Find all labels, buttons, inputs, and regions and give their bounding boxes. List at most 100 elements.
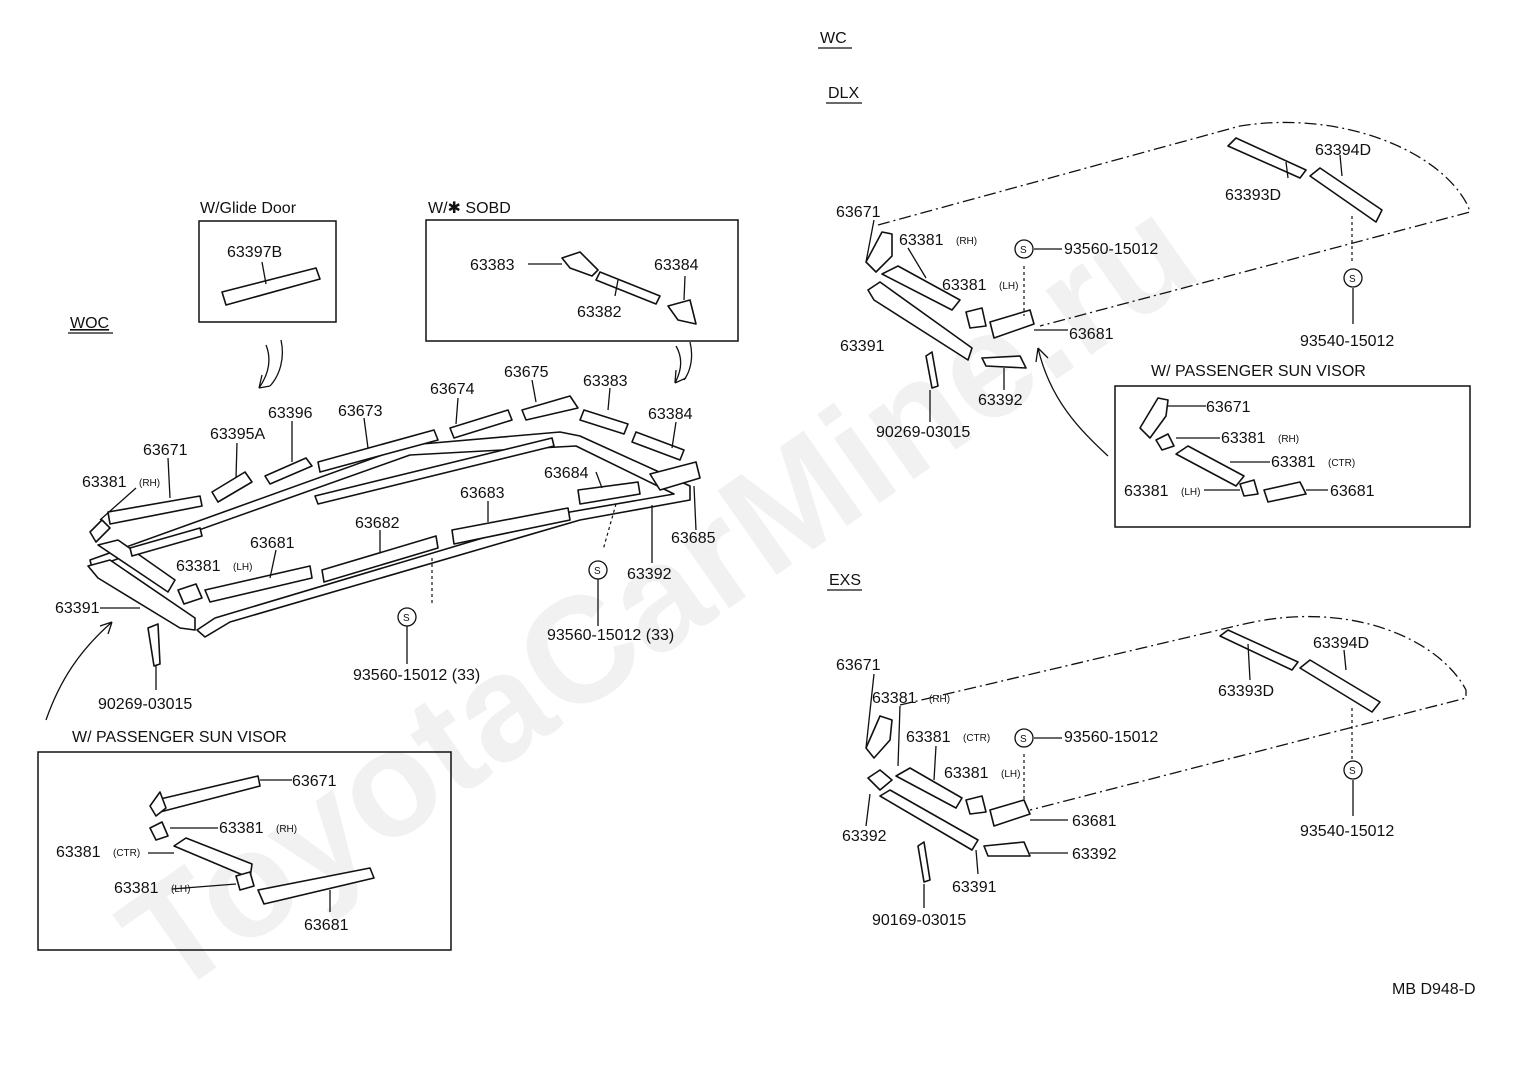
- part-63382-sobd[interactable]: [595, 271, 661, 305]
- label-63381-rh[interactable]: 63381: [82, 474, 127, 491]
- dlx-visor-part-63381lh[interactable]: [1239, 479, 1259, 497]
- dlx-label-63394D[interactable]: 63394D: [1315, 142, 1371, 159]
- dlx-visor-label-63381-rh[interactable]: 63381: [1221, 430, 1266, 447]
- exs-label-63681[interactable]: 63681: [1072, 813, 1117, 830]
- label-63381-lh[interactable]: 63381: [176, 558, 221, 575]
- exs-part-63394D[interactable]: [1299, 659, 1381, 713]
- label-63384-sobd[interactable]: 63384: [654, 257, 699, 274]
- label-93560-a[interactable]: 93560-15012 (33): [353, 667, 480, 684]
- exs-label-63381-rh[interactable]: 63381: [872, 690, 917, 707]
- part-90269-clip[interactable]: [147, 623, 161, 667]
- dlx-label-63391[interactable]: 63391: [840, 338, 885, 355]
- part-63383[interactable]: [579, 409, 629, 435]
- part-63685[interactable]: [649, 461, 701, 491]
- dlx-part-63381lh[interactable]: [965, 307, 987, 329]
- label-63671[interactable]: 63671: [143, 442, 188, 459]
- label-63685[interactable]: 63685: [671, 530, 716, 547]
- dlx-label-63381-rh[interactable]: 63381: [899, 232, 944, 249]
- label-63683[interactable]: 63683: [460, 485, 505, 502]
- dlx-part-63393D[interactable]: [1227, 137, 1307, 179]
- dlx-part-63391[interactable]: [867, 281, 973, 361]
- visor-part-63381rh[interactable]: [149, 821, 169, 841]
- exs-label-63381-ctr[interactable]: 63381: [906, 729, 951, 746]
- label-63396[interactable]: 63396: [268, 405, 313, 422]
- dlx-label-63381-lh[interactable]: 63381: [942, 277, 987, 294]
- part-63684[interactable]: [577, 481, 641, 505]
- part-63396[interactable]: [264, 457, 313, 485]
- label-63382-sobd[interactable]: 63382: [577, 304, 622, 321]
- exs-label-63381-lh[interactable]: 63381: [944, 765, 989, 782]
- part-inner-rail[interactable]: [314, 437, 555, 505]
- dlx-label-63671[interactable]: 63671: [836, 204, 881, 221]
- part-63671[interactable]: [107, 495, 203, 525]
- exs-label-63391[interactable]: 63391: [952, 879, 997, 896]
- dlx-visor-label-63671[interactable]: 63671: [1206, 399, 1251, 416]
- label-63391[interactable]: 63391: [55, 600, 100, 617]
- part-63381rh-lower[interactable]: [97, 539, 176, 593]
- visor-label-63381-lh[interactable]: 63381: [114, 880, 159, 897]
- part-63671-corner[interactable]: [89, 519, 111, 543]
- label-63684[interactable]: 63684: [544, 465, 589, 482]
- exs-part-90169-clip[interactable]: [917, 841, 931, 883]
- part-63384-sobd[interactable]: [667, 299, 697, 325]
- part-63395A[interactable]: [211, 471, 253, 503]
- label-63383-sobd[interactable]: 63383: [470, 257, 515, 274]
- exs-label-63393D[interactable]: 63393D: [1218, 683, 1274, 700]
- part-63674[interactable]: [449, 409, 513, 439]
- visor-part-63381lh[interactable]: [235, 871, 255, 891]
- part-63391[interactable]: [87, 559, 196, 631]
- part-63381lh[interactable]: [177, 583, 203, 605]
- part-63681[interactable]: [204, 565, 313, 603]
- dlx-label-63681[interactable]: 63681: [1069, 326, 1114, 343]
- dlx-part-63671[interactable]: [865, 231, 893, 273]
- exs-part-63671[interactable]: [865, 715, 893, 759]
- label-63383[interactable]: 63383: [583, 373, 628, 390]
- exs-label-63394D[interactable]: 63394D: [1313, 635, 1369, 652]
- exs-part-63391[interactable]: [879, 789, 979, 851]
- label-63384[interactable]: 63384: [648, 406, 693, 423]
- label-63392[interactable]: 63392: [627, 566, 672, 583]
- dlx-visor-label-63381-lh[interactable]: 63381: [1124, 483, 1169, 500]
- exs-label-90169[interactable]: 90169-03015: [872, 912, 966, 929]
- dlx-label-93560[interactable]: 93560-15012: [1064, 241, 1158, 258]
- exs-label-63392-b[interactable]: 63392: [1072, 846, 1117, 863]
- label-63681[interactable]: 63681: [250, 535, 295, 552]
- dlx-label-93540[interactable]: 93540-15012: [1300, 333, 1394, 350]
- visor-label-63671[interactable]: 63671: [292, 773, 337, 790]
- exs-part-63381lh[interactable]: [965, 795, 987, 815]
- dlx-label-63393D[interactable]: 63393D: [1225, 187, 1281, 204]
- dlx-visor-part-63671[interactable]: [1139, 397, 1169, 439]
- label-63397B[interactable]: 63397B: [227, 244, 282, 261]
- exs-part-63381ctr[interactable]: [895, 767, 963, 809]
- part-63383-sobd[interactable]: [561, 251, 599, 277]
- label-63674[interactable]: 63674: [430, 381, 475, 398]
- visor-part-63381ctr[interactable]: [173, 837, 253, 879]
- part-inner-rail-front[interactable]: [129, 527, 203, 557]
- dlx-part-90269-clip[interactable]: [925, 351, 939, 389]
- dlx-part-63381rh[interactable]: [881, 265, 961, 311]
- label-63673[interactable]: 63673: [338, 403, 383, 420]
- exs-part-63392-rear[interactable]: [983, 841, 1031, 857]
- dlx-visor-label-63681[interactable]: 63681: [1330, 483, 1375, 500]
- label-63682[interactable]: 63682: [355, 515, 400, 532]
- part-63397B[interactable]: [221, 267, 321, 306]
- visor-label-63381-ctr[interactable]: 63381: [56, 844, 101, 861]
- part-63675[interactable]: [521, 395, 579, 421]
- dlx-label-90269[interactable]: 90269-03015: [876, 424, 970, 441]
- label-63395A[interactable]: 63395A: [210, 426, 265, 443]
- visor-part-63671-end[interactable]: [149, 791, 167, 817]
- exs-part-63681[interactable]: [989, 799, 1031, 827]
- dlx-part-63681[interactable]: [989, 309, 1035, 339]
- visor-label-63381-rh[interactable]: 63381: [219, 820, 264, 837]
- exs-label-93560[interactable]: 93560-15012: [1064, 729, 1158, 746]
- visor-label-63681[interactable]: 63681: [304, 917, 349, 934]
- dlx-part-63392[interactable]: [981, 355, 1027, 369]
- label-63675[interactable]: 63675: [504, 364, 549, 381]
- label-90269-03015[interactable]: 90269-03015: [98, 696, 192, 713]
- exs-part-63392-front[interactable]: [867, 769, 893, 791]
- part-63683[interactable]: [451, 507, 571, 545]
- dlx-part-63394D[interactable]: [1309, 167, 1383, 223]
- label-93560-b[interactable]: 93560-15012 (33): [547, 627, 674, 644]
- dlx-visor-part-63381ctr[interactable]: [1175, 445, 1245, 487]
- dlx-label-63392[interactable]: 63392: [978, 392, 1023, 409]
